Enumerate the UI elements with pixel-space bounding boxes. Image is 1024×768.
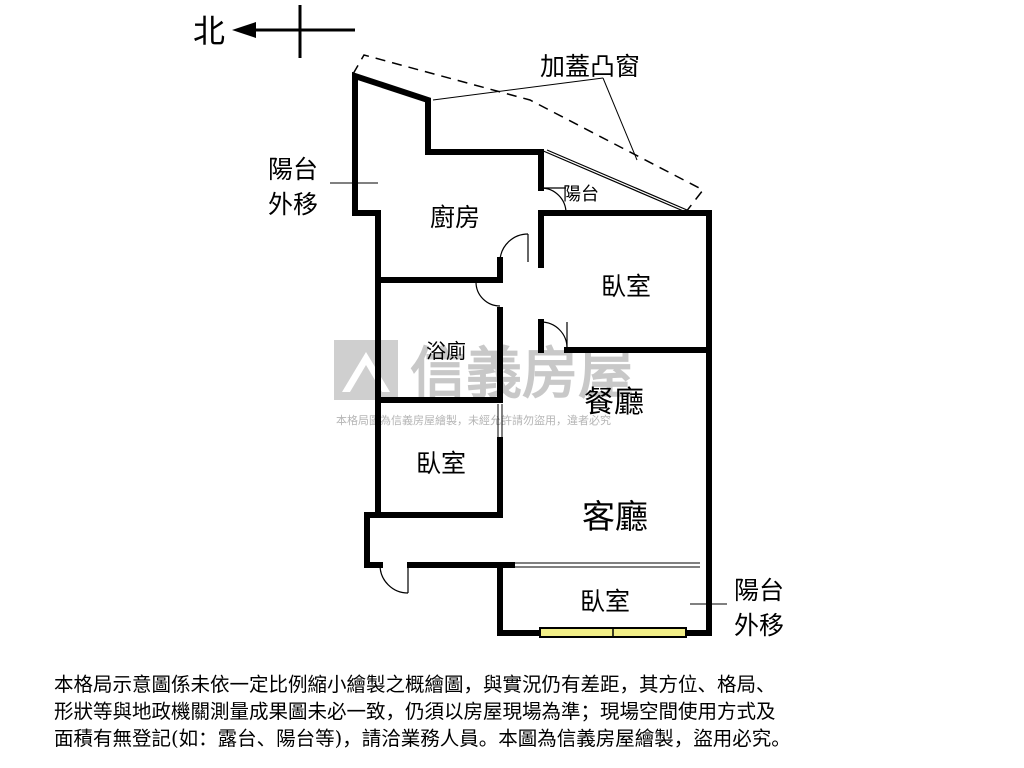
balcony-moved-left-line1: 陽台 <box>268 155 318 184</box>
watermark-logo-icon <box>334 340 398 400</box>
disclaimer-line: 面積有無登記(如：露台、陽台等)，請洽業務人員。本圖為信義房屋繪製，盜用必究。 <box>54 727 791 750</box>
bay-window-outline <box>352 54 705 218</box>
balcony-small-label: 陽台 <box>563 184 599 205</box>
bay-window-leader <box>432 77 604 101</box>
bay-window-label: 加蓋凸窗 <box>540 52 640 81</box>
disclaimer-line: 本格局示意圖係未依一定比例縮小繪製之概繪圖，與實況仍有差距，其方位、格局、 <box>54 673 776 696</box>
disclaimer: 本格局示意圖係未依一定比例縮小繪製之概繪圖，與實況仍有差距，其方位、格局、 形狀… <box>54 671 984 752</box>
bedroom-top-right-label: 臥室 <box>601 272 651 301</box>
dining-label: 餐廳 <box>584 385 644 420</box>
living-label: 客廳 <box>582 497 648 536</box>
bedroom-bottom-label: 臥室 <box>580 587 630 616</box>
balcony-moved-left-line2: 外移 <box>268 190 318 219</box>
disclaimer-line: 形狀等與地政機關測量成果圖未必一致，仍須以房屋現場為準；現場空間使用方式及 <box>54 700 776 723</box>
balcony-moved-right-line1: 陽台 <box>734 576 784 605</box>
balcony-moved-right-line2: 外移 <box>734 611 784 640</box>
north-arrow-icon <box>232 5 355 58</box>
sliding-doors <box>497 404 700 568</box>
north-label: 北 <box>193 12 225 50</box>
walls <box>352 71 712 636</box>
window <box>539 627 687 638</box>
kitchen-label: 廚房 <box>430 203 480 232</box>
watermark-notice: 本格局圖為信義房屋繪製，未經允許請勿盜用，違者必究 <box>336 413 611 427</box>
bathroom-label: 浴廁 <box>426 339 466 363</box>
bedroom-left-label: 臥室 <box>416 449 466 478</box>
doors <box>379 149 695 594</box>
